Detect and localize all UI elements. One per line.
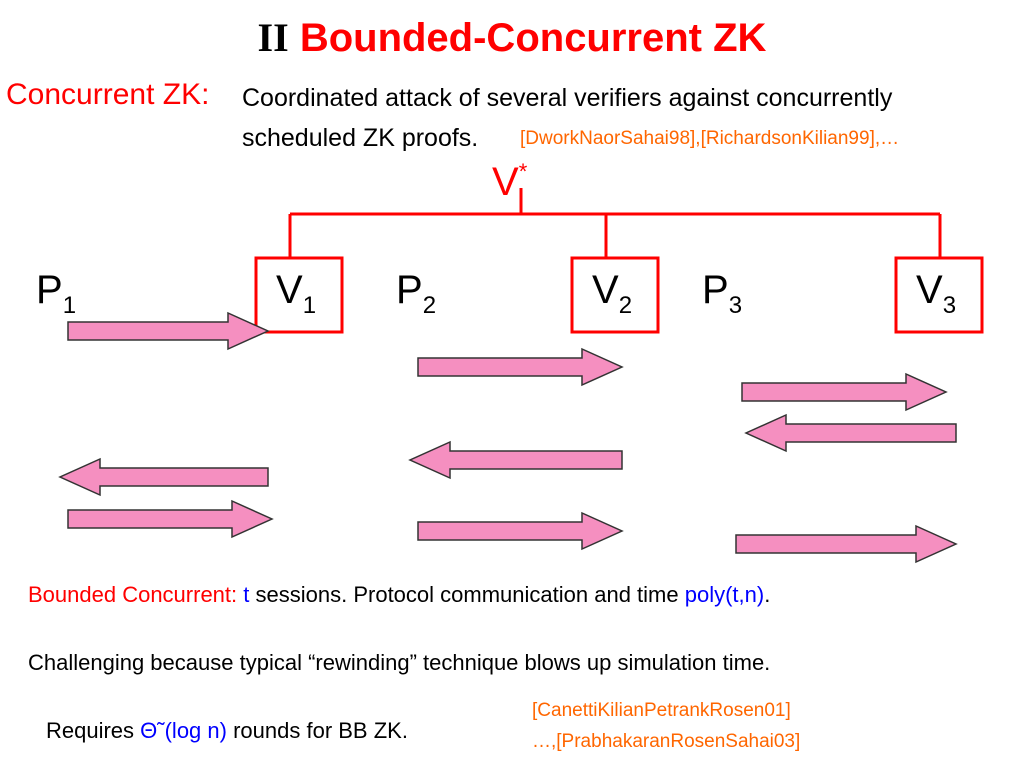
- verifier-2-symbol: V: [592, 268, 619, 312]
- message-arrow-5: [408, 440, 623, 480]
- prover-2-label: P2: [396, 268, 436, 319]
- verifier-box-3: [894, 256, 984, 334]
- theta-log-n: Θ˜(log n): [140, 718, 227, 743]
- verifier-1-index: 1: [302, 292, 317, 319]
- intro-line-1: Coordinated attack of several verifiers …: [242, 84, 893, 112]
- message-arrow-8: [417, 511, 624, 551]
- prover-1-label: P1: [36, 268, 76, 319]
- bounded-period: .: [764, 582, 771, 607]
- t-variable: t: [243, 582, 250, 607]
- verifier-box-1: [254, 256, 344, 334]
- verifier-2-label: V2: [592, 268, 632, 319]
- message-arrow-9: [735, 524, 958, 564]
- message-arrow-7: [67, 499, 274, 539]
- requires-line: Requires Θ˜(log n) rounds for BB ZK.: [46, 718, 408, 744]
- prover-1-index: 1: [62, 292, 77, 319]
- concurrent-zk-label: Concurrent ZK:: [6, 78, 210, 111]
- title-text: Bounded-Concurrent ZK: [299, 16, 767, 60]
- requires-suffix: rounds for BB ZK.: [233, 718, 408, 743]
- verifier-3-symbol: V: [916, 268, 943, 312]
- verifier-1-symbol: V: [276, 268, 303, 312]
- prover-3-index: 3: [728, 292, 743, 319]
- prover-2-symbol: P: [396, 268, 423, 312]
- verifier-3-label: V3: [916, 268, 956, 319]
- message-arrow-3: [741, 372, 948, 412]
- message-arrow-4: [744, 413, 957, 453]
- page-title: II Bounded-Concurrent ZK: [0, 14, 1024, 61]
- bounded-description: sessions. Protocol communication and tim…: [255, 582, 679, 607]
- prover-1-symbol: P: [36, 268, 63, 312]
- message-arrow-2: [417, 347, 624, 387]
- adversary-symbol: V: [492, 160, 519, 204]
- message-arrow-1: [67, 311, 270, 351]
- adversary-star: *: [518, 159, 528, 184]
- prover-2-index: 2: [422, 292, 437, 319]
- intro-line-2: scheduled ZK proofs.: [242, 124, 479, 152]
- requires-citation-2: …,[PrabhakaranRosenSahai03]: [532, 731, 801, 752]
- prover-3-label: P3: [702, 268, 742, 319]
- challenge-line: Challenging because typical “rewinding” …: [28, 650, 771, 675]
- adversary-label: V*: [492, 159, 528, 205]
- intro-citation: [DworkNaorSahai98],[RichardsonKilian99],…: [520, 128, 900, 149]
- verifier-box-2: [570, 256, 660, 334]
- verifier-3-index: 3: [942, 292, 957, 319]
- poly-expression: poly(t,n): [684, 582, 765, 607]
- message-arrow-6: [58, 457, 269, 497]
- verifier-1-label: V1: [276, 268, 316, 319]
- bounded-concurrent-line: Bounded Concurrent: t sessions. Protocol…: [28, 582, 770, 608]
- requires-citation-1: [CanettiKilianPetrankRosen01]: [532, 700, 791, 721]
- verifier-2-index: 2: [618, 292, 633, 319]
- prover-3-symbol: P: [702, 268, 729, 312]
- adversary-connector: [288, 188, 942, 258]
- section-number: II: [257, 15, 289, 60]
- bounded-label: Bounded Concurrent:: [28, 582, 238, 607]
- requires-prefix: Requires: [46, 718, 135, 743]
